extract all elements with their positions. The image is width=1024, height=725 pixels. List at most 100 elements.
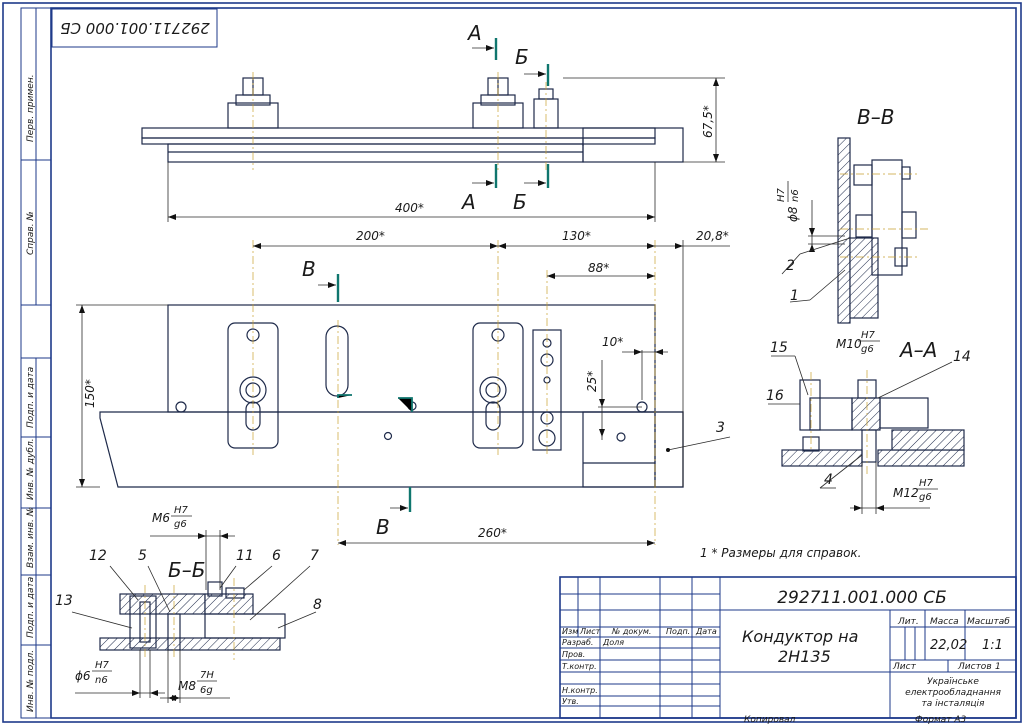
svg-text:H7: H7 (861, 330, 876, 341)
svg-text:67,5*: 67,5* (701, 105, 715, 138)
svg-text:14: 14 (953, 349, 971, 365)
svg-text:H7: H7 (95, 660, 110, 671)
svg-text:11: 11 (236, 548, 254, 564)
top-view (141, 72, 684, 170)
svg-text:Доля: Доля (602, 638, 624, 647)
view-bb: Б–Б (99, 558, 286, 660)
svg-text:Н.контр.: Н.контр. (562, 686, 598, 695)
svg-text:Формат А3: Формат А3 (915, 715, 967, 725)
svg-text:8: 8 (313, 597, 322, 613)
svg-text:7: 7 (310, 548, 319, 564)
svg-text:12: 12 (89, 548, 107, 564)
svg-text:ϕ8: ϕ8 (786, 206, 800, 222)
svg-text:Масса: Масса (930, 617, 959, 627)
title-block (559, 576, 1017, 719)
strip-label: Взам. инв. № (26, 507, 36, 568)
doc-number-stamp: 292711.001.000 СБ (51, 8, 218, 48)
svg-text:4: 4 (824, 472, 833, 488)
svg-text:А: А (466, 21, 482, 45)
svg-text:Українське: Українське (927, 677, 979, 687)
view-aa-annotations: 15 M10 H7 g6 14 16 4 M12 H7 g6 (766, 330, 971, 514)
svg-text:Утв.: Утв. (562, 697, 579, 706)
product-name-2: 2Н135 (778, 647, 831, 666)
svg-text:M12: M12 (893, 486, 919, 500)
view-vv-annotations: ϕ8 H7 n6 2 1 (776, 181, 851, 304)
svg-text:n6: n6 (95, 675, 108, 686)
svg-text:88*: 88* (588, 261, 609, 275)
svg-text:16: 16 (766, 388, 784, 404)
svg-text:ϕ6: ϕ6 (75, 669, 91, 683)
svg-text:25*: 25* (585, 371, 599, 392)
svg-text:150*: 150* (83, 379, 97, 408)
svg-text:Дата: Дата (695, 627, 717, 636)
view-vv: В–В (837, 105, 930, 324)
strip-label: Справ. № (26, 211, 36, 255)
svg-text:g6: g6 (919, 492, 932, 503)
top-view-dimensions: 67,5* 400* (167, 77, 725, 222)
front-view-dimensions: 200* 130* 20,8* 88* 150* 10* 25* 260* (76, 229, 730, 546)
svg-text:Б: Б (513, 190, 527, 214)
svg-text:Лит.: Лит. (897, 617, 919, 627)
title-block-text: 292711.001.000 СБ Кондуктор на 2Н135 Лит… (562, 588, 1010, 725)
svg-text:№ докум.: № докум. (611, 627, 651, 636)
svg-text:H7: H7 (919, 478, 934, 489)
svg-text:А–А: А–А (898, 338, 937, 362)
svg-text:M6: M6 (152, 511, 170, 525)
doc-number: 292711.001.000 СБ (777, 588, 947, 608)
svg-text:M10: M10 (836, 337, 862, 351)
svg-text:Пров.: Пров. (562, 650, 585, 659)
svg-text:7H: 7H (200, 670, 214, 681)
view-aa: А–А (781, 338, 965, 475)
callout-3: 3 (666, 420, 731, 452)
svg-text:292711.001.000 СБ: 292711.001.000 СБ (60, 19, 210, 37)
svg-text:Листов: Листов (957, 662, 992, 672)
side-strip-labels: Перв. примен. Справ. № Подп. и дата Инв.… (26, 74, 36, 712)
svg-text:1: 1 (995, 662, 1001, 672)
svg-text:n6: n6 (790, 189, 801, 202)
svg-text:260*: 260* (478, 526, 507, 540)
svg-text:Копировал: Копировал (744, 715, 796, 725)
mass-value: 22,02 (930, 638, 967, 653)
svg-text:В–В: В–В (857, 105, 894, 129)
svg-text:Б: Б (515, 45, 529, 69)
svg-text:15: 15 (770, 340, 788, 356)
svg-text:Т.контр.: Т.контр. (562, 662, 597, 671)
svg-text:електрообладнання: електрообладнання (905, 688, 1001, 698)
svg-text:В: В (376, 515, 390, 539)
strip-label: Перв. примен. (26, 74, 36, 142)
svg-text:6g: 6g (200, 685, 213, 696)
svg-text:H7: H7 (174, 505, 189, 516)
product-name: Кондуктор на (742, 627, 858, 646)
section-markers-top: А Б А Б (460, 21, 550, 214)
svg-text:В: В (302, 257, 316, 281)
svg-text:M8: M8 (178, 679, 196, 693)
svg-text:200*: 200* (356, 229, 385, 243)
svg-text:Лист: Лист (579, 627, 601, 636)
svg-text:Лист: Лист (892, 662, 917, 672)
scale-value: 1:1 (982, 638, 1003, 653)
svg-text:130*: 130* (562, 229, 591, 243)
svg-text:Масштаб: Масштаб (967, 617, 1010, 627)
svg-text:10*: 10* (602, 335, 623, 349)
svg-text:g6: g6 (861, 344, 874, 355)
svg-text:та інсталяція: та інсталяція (922, 699, 986, 709)
reference-note: 1 * Размеры для справок. (700, 546, 861, 560)
view-bb-annotations: M6 H7 g6 12 5 11 6 7 8 13 ϕ6 H7 n6 (55, 505, 322, 703)
svg-text:Разраб.: Разраб. (562, 638, 593, 647)
svg-text:H7: H7 (776, 187, 787, 202)
svg-text:Подп.: Подп. (666, 627, 690, 636)
svg-text:20,8*: 20,8* (696, 229, 729, 243)
strip-label: Инв. № подл. (26, 650, 36, 712)
svg-text:400*: 400* (395, 201, 424, 215)
svg-text:Б–Б: Б–Б (168, 558, 205, 582)
svg-text:1: 1 (790, 288, 799, 304)
strip-label: Подп. и дата (26, 367, 36, 428)
svg-text:А: А (460, 190, 476, 214)
strip-label: Подп. и дата (26, 577, 36, 638)
section-markers-front: В В (302, 257, 413, 539)
strip-label: Инв. № дубл. (26, 438, 36, 500)
svg-text:3: 3 (716, 420, 725, 436)
svg-text:2: 2 (786, 258, 795, 274)
svg-text:6: 6 (272, 548, 281, 564)
